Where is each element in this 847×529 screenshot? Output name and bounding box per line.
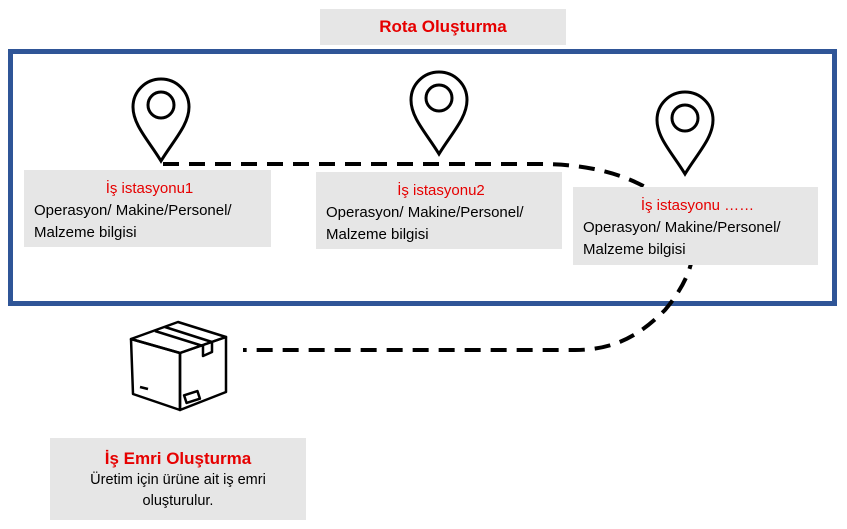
station-info: Operasyon/ Makine/Personel/ Malzeme bilg… <box>34 202 232 241</box>
package-box-icon <box>129 320 228 412</box>
location-pin-icon <box>131 77 191 164</box>
station-name: İş istasyonu2 <box>397 182 485 199</box>
work-order-description: Üretim için ürüne ait iş emri oluşturulu… <box>90 472 266 509</box>
location-pin-icon <box>655 90 715 177</box>
station-card-2: İş istasyonu2 Operasyon/ Makine/Personel… <box>316 172 562 249</box>
location-pin-icon <box>409 70 469 157</box>
station-card-1: İş istasyonu1 Operasyon/ Makine/Personel… <box>24 170 271 247</box>
station-name: İş istasyonu …… <box>640 197 755 214</box>
diagram-title: Rota Oluşturma <box>320 9 566 45</box>
work-order-box: İş Emri Oluşturma Üretim için ürüne ait … <box>50 438 306 520</box>
station-info: Operasyon/ Makine/Personel/ Malzeme bilg… <box>583 219 781 258</box>
station-name: İş istasyonu1 <box>105 180 194 197</box>
route-frame <box>8 49 837 306</box>
work-order-title: İş Emri Oluşturma <box>104 449 252 468</box>
station-card-3: İş istasyonu …… Operasyon/ Makine/Person… <box>573 187 818 265</box>
station-info: Operasyon/ Makine/Personel/ Malzeme bilg… <box>326 204 524 243</box>
